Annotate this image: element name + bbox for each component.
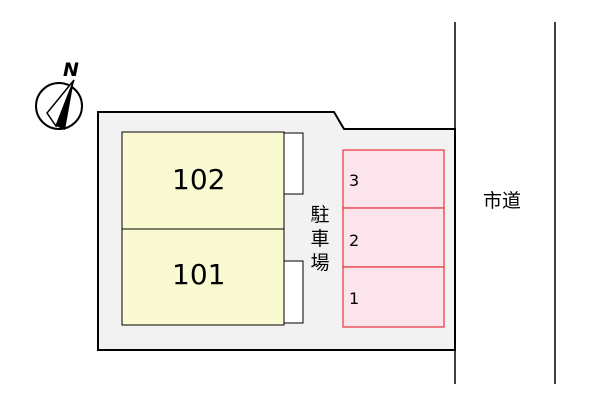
unit-102-annex bbox=[283, 132, 304, 195]
unit-102-label: 102 bbox=[172, 163, 226, 196]
compass-icon bbox=[35, 79, 83, 130]
parking-space-3 bbox=[342, 149, 445, 209]
road-label: 市道 bbox=[483, 190, 522, 212]
parking-space-3-label: 3 bbox=[349, 171, 360, 190]
parking-space-2 bbox=[342, 207, 445, 268]
parking-space-2-label: 2 bbox=[349, 231, 360, 250]
unit-102-block bbox=[121, 131, 285, 230]
unit-101-annex bbox=[283, 260, 304, 324]
parking-space-1-label: 1 bbox=[349, 289, 360, 308]
parking-lot-label: 駐車場 bbox=[310, 204, 330, 274]
north-label: N bbox=[63, 59, 79, 81]
parking-space-1 bbox=[342, 266, 445, 328]
unit-101-label: 101 bbox=[172, 258, 226, 291]
